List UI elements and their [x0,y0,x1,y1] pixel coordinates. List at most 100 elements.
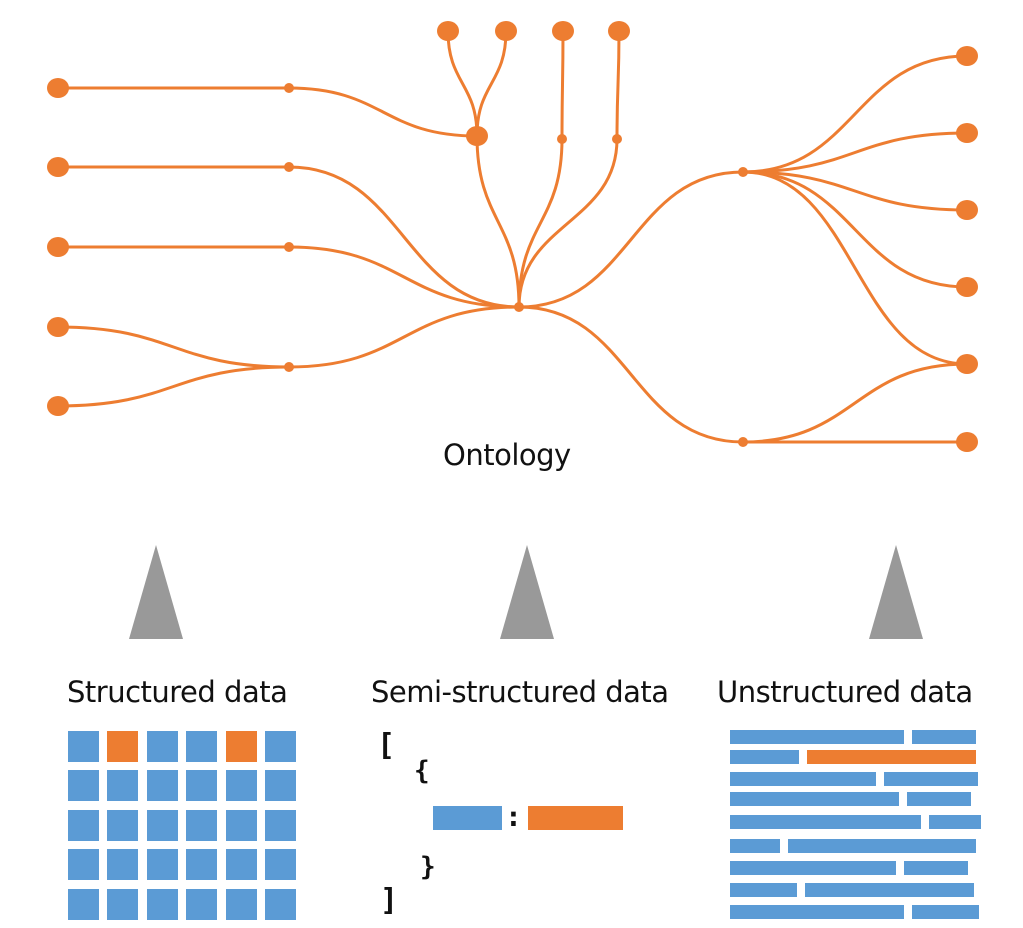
graph-node [437,21,459,41]
graph-node [47,396,69,416]
graph-node [608,21,630,41]
graph-edge [615,30,621,140]
grid-cell [225,770,257,802]
graph-node [47,157,69,177]
grid-cell-highlighted [225,731,257,762]
graph-edge [288,305,520,369]
graph-node [47,317,69,337]
graph-node [47,78,69,98]
graph-junction [738,167,748,177]
grid-cell [146,849,178,881]
open-bracket: [ [377,728,396,763]
text-line-highlighted [807,750,976,764]
grid-cell [68,731,99,762]
graph-edge [742,54,968,174]
graph-edge [518,170,744,309]
graph-node [956,354,978,374]
text-line-segment [730,815,921,829]
grid-cell [186,888,218,920]
graph-edge [742,170,968,212]
grid-cell [68,888,99,920]
graph-node [956,277,978,297]
graph-edge [518,305,744,444]
grid-cell [265,731,296,762]
grid-cell [265,888,296,920]
ontology-label: Ontology [443,438,571,472]
text-line-segment [912,730,976,744]
close-bracket: ] [380,883,399,918]
graph-junction [284,242,294,252]
graph-junction [612,134,622,144]
text-line-segment [929,815,981,829]
grid-cell [68,849,99,881]
graph-edge [288,86,478,138]
text-line-segment [805,883,974,897]
grid-cell [186,849,218,881]
graph-edge [560,30,565,140]
graph-edge [475,30,508,137]
text-line-segment [730,750,799,764]
grid-cell [146,731,178,762]
graph-edge [446,30,479,137]
grid-cell [68,770,99,802]
text-line-segment [730,772,876,786]
text-line-segment [788,839,976,853]
graph-edge [57,365,290,408]
arrow-up-structured-icon [129,545,183,639]
graph-junction [284,162,294,172]
text-line-segment [730,861,896,875]
text-line-segment [730,730,904,744]
graph-edge [742,170,968,366]
grid-cell [225,888,257,920]
grid-cell [107,770,139,802]
graph-junction [284,83,294,93]
text-line-segment [730,839,780,853]
grid-cell [107,888,139,920]
grid-cell [265,770,296,802]
text-line-segment [730,792,899,806]
text-line-segment [730,883,797,897]
text-line-segment [907,792,971,806]
grid-cell [186,809,218,841]
grid-cell [146,809,178,841]
graph-junction [557,134,567,144]
grid-cell [265,849,296,881]
json-key-block [433,806,502,830]
graph-node [552,21,574,41]
grid-cell [146,888,178,920]
unstructured-data-label: Unstructured data [717,675,973,709]
graph-edge [517,138,564,308]
arrow-up-unstructured-icon [869,545,923,639]
semi-structured-data-label: Semi-structured data [371,675,669,709]
json-value-block [528,806,623,830]
grid-cell [107,809,139,841]
grid-cell [107,849,139,881]
graph-edge [517,138,619,308]
grid-cell [186,770,218,802]
structured-data-label: Structured data [67,675,288,709]
graph-edge [475,135,521,308]
graph-junction [738,437,748,447]
graph-edge [742,170,968,289]
text-line-segment [912,905,979,919]
grid-cell [146,770,178,802]
graph-junction [514,302,524,312]
graph-node [956,432,978,452]
arrow-up-semi-structured-icon [500,545,554,639]
colon-separator: : [505,800,522,833]
graph-node [466,126,488,146]
grid-cell [265,809,296,841]
grid-cell [68,809,99,841]
graph-junction [284,362,294,372]
text-line-segment [884,772,978,786]
grid-cell [186,731,218,762]
text-line-segment [904,861,968,875]
graph-edge [57,325,290,369]
text-line-segment [730,905,904,919]
graph-node [47,237,69,257]
grid-cell [225,809,257,841]
graph-edge [742,362,968,444]
graph-edge [742,131,968,174]
grid-cell-highlighted [107,731,139,762]
grid-cell [225,849,257,881]
